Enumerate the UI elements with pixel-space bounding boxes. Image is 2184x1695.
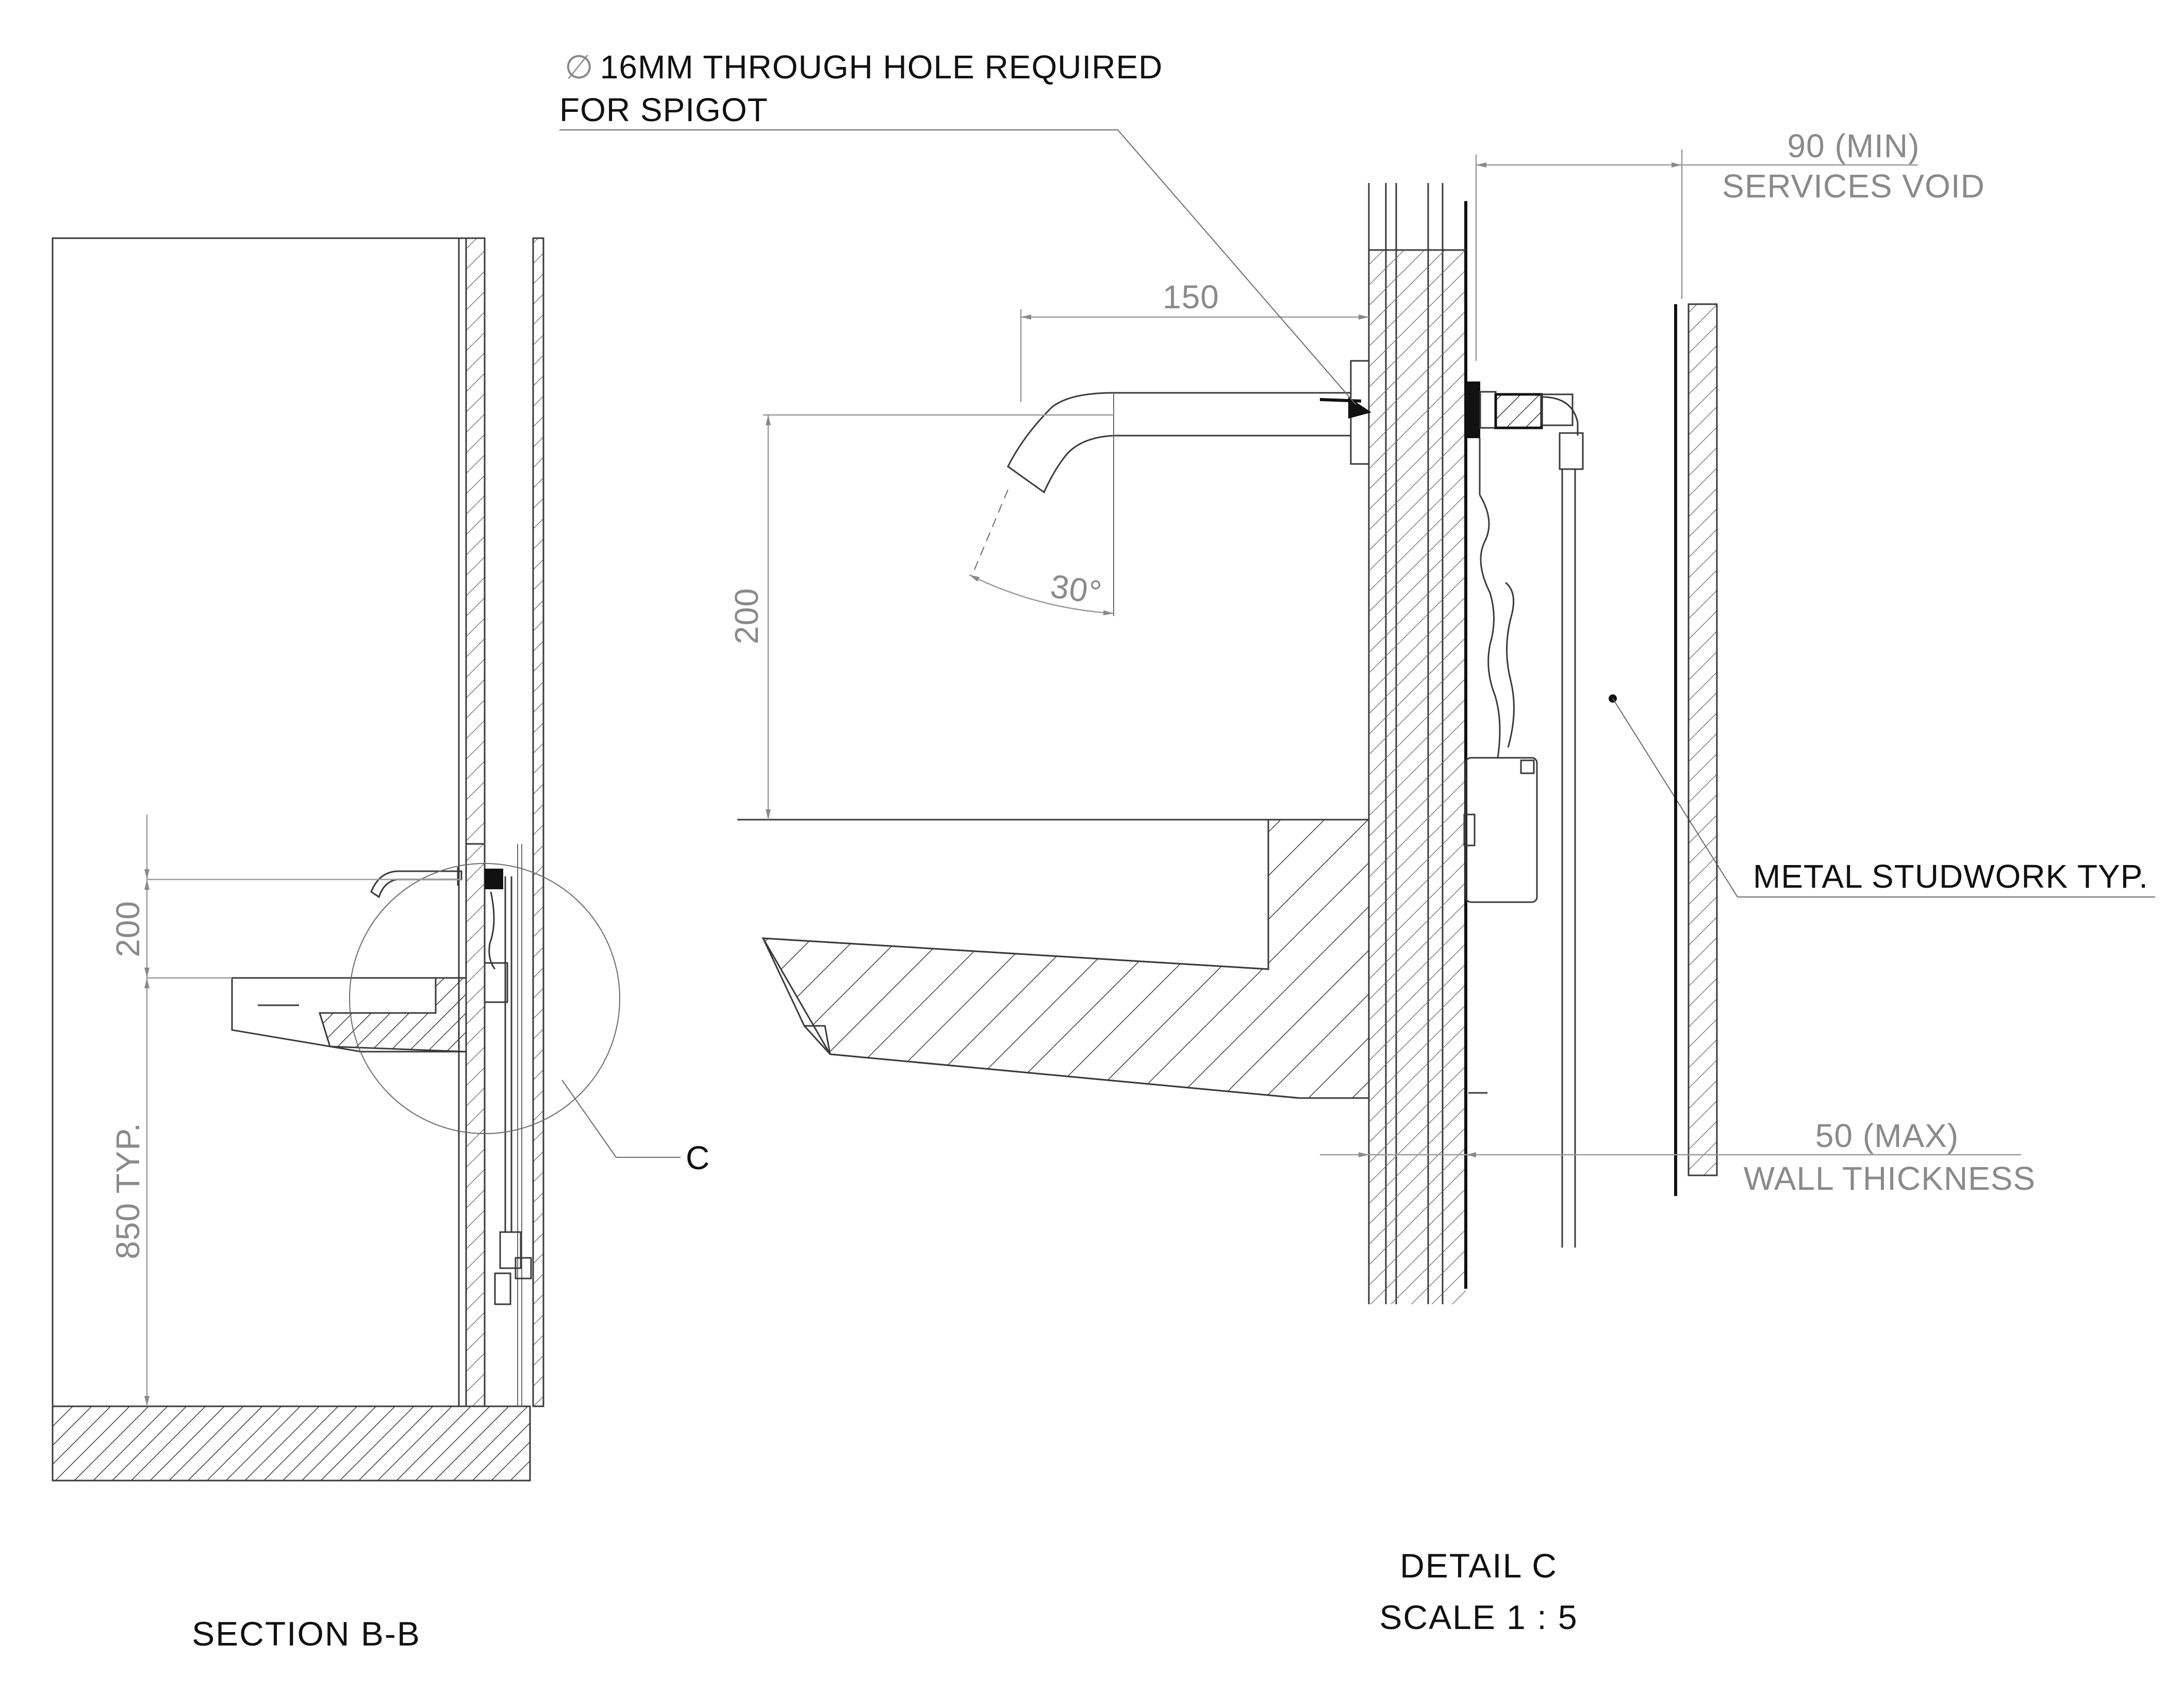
diameter-symbol: ∅: [565, 48, 594, 86]
note-hole-text: 16MM THROUGH HOLE REQUIRED: [600, 48, 1163, 86]
detail-dim-void-label: SERVICES VOID: [1722, 168, 1985, 205]
section-dim-basin-height: 850 TYP.: [109, 1122, 146, 1259]
detail-services: [1463, 381, 2155, 1248]
detail-dim-spout-reach: 150: [1163, 278, 1219, 315]
detail-note-hole-line1: ∅16MM THROUGH HOLE REQUIRED: [565, 48, 1163, 86]
section-pipework: [484, 869, 532, 1305]
detail-wall-lining: [1368, 183, 1467, 1304]
hole-note-leader: [559, 129, 1356, 405]
detail-c-circle: [349, 863, 620, 1134]
section-dim-spout-height: 200: [109, 901, 146, 957]
sensor-control-box: [1465, 757, 1538, 903]
section-b-b: C 200 850 TYP. SECTION B-B: [52, 237, 710, 1653]
angle-arc: [969, 574, 1114, 616]
detail-note-hole-line2: FOR SPIGOT: [559, 91, 768, 128]
section-basin: [231, 977, 467, 1053]
detail-dim-wall-value: 50 (MAX): [1815, 1117, 1959, 1154]
detail-dim-void-value: 90 (MIN): [1788, 127, 1920, 164]
section-spout: [370, 870, 462, 899]
detail-callout-label: C: [686, 1139, 710, 1176]
detail-spout: 30°: [969, 360, 1371, 616]
section-basin-hatch: [318, 977, 467, 1053]
detail-dim-angle: 30°: [1048, 568, 1104, 611]
detail-c-leader: [561, 1079, 681, 1158]
detail-c: 30° 150 200 ∅16MM THROUGH HOLE REQUIRED …: [559, 48, 2155, 1636]
detail-note-studwork: METAL STUDWORK TYP.: [1753, 858, 2148, 895]
detail-dim-spout-height: 200: [728, 588, 765, 644]
section-floor-slab: [52, 1405, 531, 1482]
section-wall: [458, 237, 544, 1407]
detail-studwork: [1674, 303, 1718, 1196]
detail-title: DETAIL C: [1400, 1547, 1558, 1585]
detail-basin-hatch: [762, 819, 1370, 1099]
section-title: SECTION B-B: [192, 1615, 421, 1653]
detail-dim-wall-label: WALL THICKNESS: [1744, 1160, 2036, 1197]
detail-scale: SCALE 1 : 5: [1379, 1598, 1578, 1636]
